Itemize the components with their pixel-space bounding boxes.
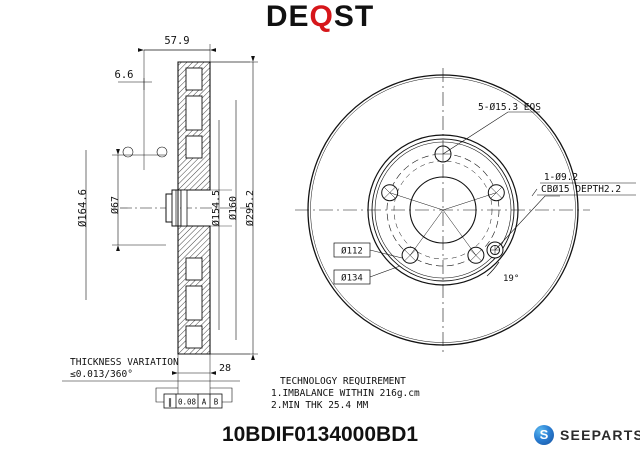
dim-outer-diameter: Ø164.6 [77,150,89,300]
hat-step-circle [374,141,512,279]
outer-ring-label: Ø134 [341,273,363,284]
hat-relief-circle [393,160,493,260]
seeparts-mark-icon [534,425,554,445]
seeparts-wordmark: SEEPARTS [560,427,640,443]
pilot-hole-note: 1-Ø9.2 CBØ15 DEPTH2.2 [494,172,636,251]
dim-overall-width: 57.9 [138,35,216,170]
seeparts-logo: SEEPARTS [534,425,640,445]
angle-callout: 19° [486,261,519,284]
pilot-hole-note-line2: CBØ15 DEPTH2.2 [541,184,621,195]
dim-mid-diameter: Ø160 [227,100,239,340]
vent-cavity [185,95,203,131]
technology-requirement-item-1: 1.IMBALANCE WITHIN 216g.cm [271,388,420,399]
hat-outer-circle-inner [371,138,515,282]
vent-cavity [185,67,203,91]
dim-mid-diameter-label: Ø160 [227,196,239,220]
fcf-symbol: ∥ [168,398,173,408]
thickness-variation-label: THICKNESS VARIATION [70,357,179,368]
pilot-hole-leader [494,195,560,251]
outer-ring-leader [369,265,401,278]
vent-cavity [185,135,203,159]
bolt-circle [386,153,500,267]
disc-cross-section [165,61,211,355]
disc-outer-ring-inner [310,77,576,343]
dim-overall-width-label: 57.9 [164,35,189,47]
balloon-marker [122,146,134,158]
dim-inner-face-label: Ø154.5 [210,190,222,226]
bolt-hole-leader [442,111,540,155]
bolt-circle-label: Ø112 [341,246,363,257]
dim-disc-thickness: 28 [172,354,231,398]
dim-disc-diameter-label: Ø295.2 [244,190,256,226]
feature-control-frame: ∥ 0.08 A B [155,387,233,409]
thickness-variation-value: ≤0.013/360° [70,369,133,380]
dim-disc-thickness-label: 28 [219,363,231,374]
balloon-marker [156,146,168,158]
face-view: 5-Ø15.3 EQS 1-Ø9.2 CBØ15 DEPTH2.2 Ø112 [295,68,636,355]
center-bore [409,176,477,244]
angle-arc [486,261,500,277]
vent-cavity [185,325,203,349]
dim-center-bore: Ø67 [109,146,168,251]
technology-requirement-item-2: 2.MIN THK 25.4 MM [271,400,369,411]
section-view: 57.9 6.6 Ø164.6 Ø67 [62,35,258,409]
hat-throat [180,189,188,227]
outer-ring-callout: Ø134 [333,265,401,285]
fcf-tolerance: 0.08 [178,398,197,407]
fcf-leader-right [210,387,233,403]
thickness-variation-note: THICKNESS VARIATION ≤0.013/360° [62,357,240,382]
radial-construction-line [442,192,497,211]
part-number: 10BDIF0134000BD1 [221,423,419,446]
dim-outer-diameter-label: Ø164.6 [77,189,89,227]
bolt-circle-callout: Ø112 [333,242,403,259]
technology-requirement-title: TECHNOLOGY REQUIREMENT [280,376,406,387]
brand-logo-text-left: DE [265,0,310,33]
angle-label: 19° [503,274,519,284]
bolt-hole-note: 5-Ø15.3 EQS [442,102,541,155]
vent-cavity [185,257,203,281]
fcf-datum-primary: A [202,398,207,407]
dim-hat-height-label: 6.6 [115,69,134,81]
brand-logo: DEQST [0,0,640,34]
fcf-leader-left [155,387,178,403]
dim-center-bore-label: Ø67 [109,196,121,214]
dim-hat-height: 6.6 [115,69,152,90]
vent-cavity [185,285,203,321]
radial-construction-line [409,209,444,256]
fcf-datum-secondary: B [214,398,219,407]
brand-logo-text-right: ST [333,0,375,33]
radial-construction-line [442,209,477,256]
dim-inner-face: Ø154.5 [210,120,222,330]
disc-outer-edge [307,74,579,346]
pilot-hole-note-line1: 1-Ø9.2 [544,172,578,183]
bolt-circle-leader [369,249,403,259]
note-tick [531,188,538,197]
technology-requirement-block: TECHNOLOGY REQUIREMENT 1.IMBALANCE WITHI… [271,376,420,411]
radial-construction-line [389,192,444,211]
hat-outer-circle [367,134,519,286]
brand-logo-text-q: Q [309,0,334,33]
bolt-hole-note-label: 5-Ø15.3 EQS [478,102,541,113]
